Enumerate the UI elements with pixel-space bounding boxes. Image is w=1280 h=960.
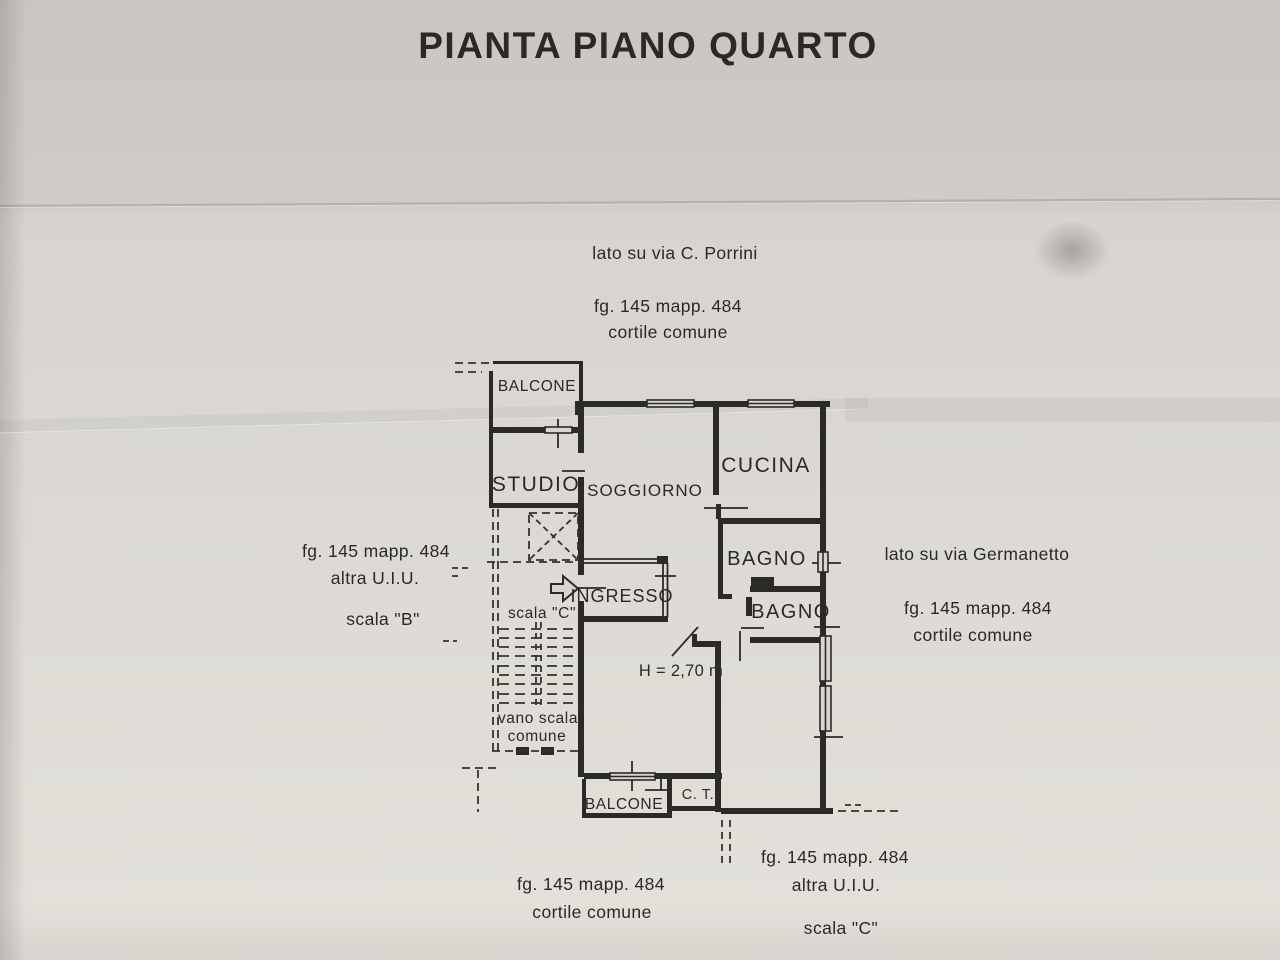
wall-west (578, 477, 584, 575)
annotation-bottomleft-parcel: fg. 145 mapp. 484 (517, 874, 665, 894)
label-scala-c: scala "C" (508, 605, 576, 622)
wall-top (575, 401, 649, 407)
stair-treads (499, 628, 577, 704)
wall-ct-left (667, 779, 672, 813)
room-label-studio: STUDIO (492, 473, 580, 496)
annotation-right-street: lato su via Germanetto (885, 544, 1070, 564)
annotation-top-parcel: fg. 145 mapp. 484 (594, 296, 742, 316)
wall-cucina (713, 407, 719, 495)
room-label-bagno-2: BAGNO (751, 601, 831, 623)
french-door-balcony-top (544, 426, 573, 434)
elevator-cross (528, 512, 579, 561)
room-label-soggiorno: SOGGIORNO (587, 481, 703, 500)
annotation-bottomright-stair: scala "C" (804, 918, 878, 938)
annotation-left-unit: altra U.I.U. (331, 568, 419, 588)
wall-ct-bottom (667, 806, 721, 811)
annotation-right-parcel: fg. 145 mapp. 484 (904, 598, 1052, 618)
annotation-right-courtyard: cortile comune (913, 625, 1032, 645)
wall-camera-hook (692, 634, 697, 643)
page-title: PIANTA PIANO QUARTO (418, 25, 878, 66)
wall-bagno-notch (751, 577, 774, 586)
room-label-cucina: CUCINA (721, 454, 811, 477)
wall-camera-hook (692, 641, 721, 647)
annotation-top-courtyard: cortile comune (608, 322, 727, 342)
annotation-bottomright-unit: altra U.I.U. (792, 875, 880, 895)
label-vano-scala: comune (508, 728, 567, 745)
dashed-neighbor-w (452, 567, 471, 577)
room-label-balcone-top: BALCONE (498, 378, 576, 395)
wall-ingresso-corner (657, 556, 668, 564)
wall-cucina-stub (716, 504, 721, 519)
photo-smudge (1034, 220, 1110, 280)
wall-left-outer (489, 371, 493, 507)
annotation-left-parcel: fg. 145 mapp. 484 (302, 541, 450, 561)
door-swing-diagonal (671, 626, 699, 657)
wall-bagno1-left (718, 524, 723, 597)
stair-divider (535, 622, 542, 706)
label-ceiling-height: H = 2,70 m (639, 662, 723, 680)
balcony-top-parapet (579, 361, 583, 403)
room-label-ingresso: INGRESSO (570, 586, 673, 606)
ingresso-north-wall (584, 558, 668, 564)
wall-bagno-divider (750, 586, 823, 592)
plan-text: PIANTA PIANO QUARTO lato su via C. Porri… (302, 25, 1069, 938)
wall-right (820, 572, 826, 636)
wall-top (793, 401, 830, 407)
room-label-balcone-bottom: BALCONE (585, 796, 663, 813)
wall-balcony-studio (489, 427, 545, 433)
wall-bagno2-left (746, 597, 752, 616)
room-label-ct: C. T. (682, 787, 715, 803)
wall-right (820, 401, 826, 553)
paper-fold-line-top (0, 197, 1280, 208)
windows (544, 399, 832, 781)
ingresso-east-wall (662, 563, 669, 617)
entrance-arrow-icon (550, 573, 580, 604)
annotation-bottomright-parcel: fg. 145 mapp. 484 (761, 847, 909, 867)
dashed-elements (443, 362, 901, 866)
annotation-left-stair: scala "B" (346, 609, 419, 629)
label-vano-scala: vano scala (498, 710, 578, 727)
wall-south (584, 773, 611, 779)
annotation-top-street: lato su via C. Porrini (592, 243, 757, 263)
wall-cucina-bagno (718, 518, 823, 524)
elevator-shaft (528, 512, 579, 561)
wall-bagno1-foot (718, 594, 732, 599)
wall-camera-east (715, 645, 721, 812)
wall-west (578, 601, 584, 777)
room-label-bagno-1: BAGNO (727, 548, 807, 570)
wall-studio-bottom (489, 503, 584, 508)
plan-walls (489, 361, 833, 818)
dashed-property-line-south (721, 820, 731, 866)
wall-south (654, 773, 722, 779)
wall-right (820, 681, 826, 686)
wall-bagno2-bottom (750, 637, 823, 643)
balcony-bottom-parapet (582, 779, 586, 818)
balcony-top-parapet (493, 361, 583, 364)
plan-thin-lines (557, 419, 843, 791)
annotation-bottomleft-courtyard: cortile comune (532, 902, 651, 922)
wall-top (693, 401, 750, 407)
wall-balcony-studio (572, 427, 584, 433)
balcony-bottom-parapet (582, 813, 672, 818)
wall-bottom (721, 808, 833, 814)
wall-right (820, 731, 826, 814)
wall-ingresso-bottom (584, 616, 668, 622)
